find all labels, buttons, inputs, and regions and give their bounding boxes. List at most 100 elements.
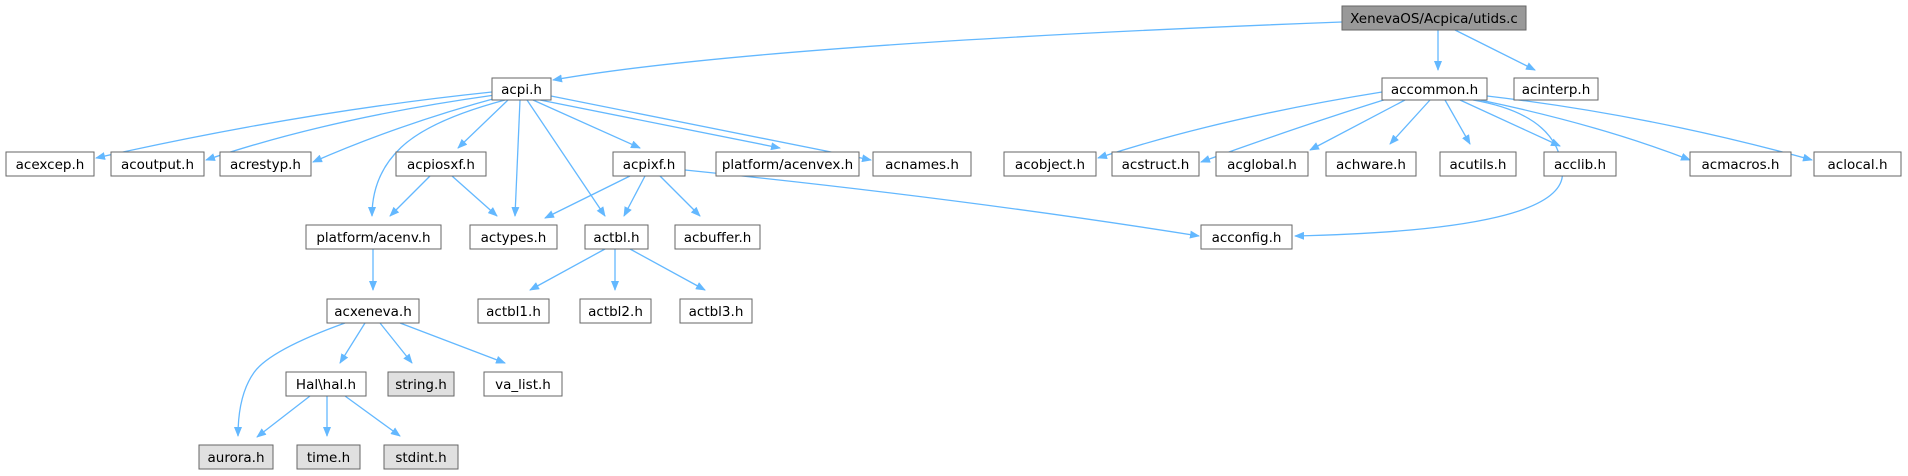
edge-acpiosxf-to-actypes (451, 175, 498, 217)
edge-accommon-to-acglobal (1309, 99, 1406, 151)
node-label: acinterp.h (1522, 82, 1591, 98)
node-label: actbl3.h (689, 304, 744, 320)
node-label: acxeneva.h (334, 304, 412, 320)
node-acexcep-h[interactable]: acexcep.h (5, 151, 95, 177)
edge-acpi-to-acpixf (532, 99, 641, 149)
node-label: aurora.h (207, 450, 264, 466)
edge-acpixf-to-acconfig (684, 169, 1200, 239)
node-label: acobject.h (1015, 157, 1085, 173)
node-time-h[interactable]: time.h (296, 444, 361, 470)
node-acutils-h[interactable]: acutils.h (1439, 151, 1517, 177)
edge-root-to-acinterp (1454, 29, 1536, 71)
node-label: platform/acenvex.h (722, 157, 853, 173)
edge-acxeneva-to-halh (339, 322, 366, 364)
edge-accommon-to-aclocal (1486, 95, 1813, 162)
edge-acpi-to-acenv (368, 99, 506, 217)
node-actbl3-h[interactable]: actbl3.h (679, 298, 753, 324)
node-root-file[interactable]: XenevaOS/Acpica/utids.c (1341, 5, 1527, 31)
node-acpiosxf-h[interactable]: acpiosxf.h (395, 151, 487, 177)
node-label: string.h (395, 377, 447, 393)
node-acconfig-h[interactable]: acconfig.h (1200, 224, 1293, 250)
node-platform-acenv-h[interactable]: platform/acenv.h (305, 224, 442, 250)
node-label: aclocal.h (1828, 157, 1888, 173)
edge-accommon-to-acutils (1444, 99, 1471, 145)
edge-actbl-to-actbl3 (629, 248, 706, 291)
node-acpi-h[interactable]: acpi.h (491, 77, 552, 101)
edge-acpi-to-acexcep (95, 91, 493, 160)
edge-acpi-to-acpiosxf (457, 99, 509, 149)
node-label: acbuffer.h (684, 230, 752, 246)
node-label: actypes.h (481, 230, 547, 246)
edge-acxeneva-to-string (379, 322, 413, 364)
node-label: acmacros.h (1702, 157, 1780, 173)
node-label: accommon.h (1391, 82, 1478, 98)
node-label: actbl1.h (486, 304, 541, 320)
node-acbuffer-h[interactable]: acbuffer.h (674, 224, 761, 250)
node-label: acstruct.h (1122, 157, 1190, 173)
node-va-list-h[interactable]: va_list.h (483, 371, 563, 397)
node-label: acoutput.h (121, 157, 194, 173)
node-label: acconfig.h (1212, 230, 1282, 246)
node-acinterp-h[interactable]: acinterp.h (1513, 77, 1599, 101)
node-acpixf-h[interactable]: acpixf.h (612, 151, 686, 177)
node-achware-h[interactable]: achware.h (1325, 151, 1417, 177)
edge-accommon-to-acobject (1097, 91, 1383, 159)
edge-acxeneva-to-aurora (234, 322, 346, 437)
edge-acpiosxf-to-acenv (389, 175, 431, 217)
node-label: acclib.h (1554, 157, 1606, 173)
node-acnames-h[interactable]: acnames.h (872, 151, 972, 177)
node-label: acrestyp.h (230, 157, 301, 173)
node-actbl2-h[interactable]: actbl2.h (579, 298, 652, 324)
edge-halh-to-stdint (344, 395, 401, 437)
node-actbl1-h[interactable]: actbl1.h (477, 298, 550, 324)
node-aclocal-h[interactable]: aclocal.h (1813, 151, 1902, 177)
node-label: Hal\hal.h (296, 377, 356, 393)
node-actypes-h[interactable]: actypes.h (469, 224, 558, 250)
node-label: actbl.h (593, 230, 639, 246)
edge-acpi-to-acrestyp (312, 96, 501, 163)
edge-accommon-to-acconfig (1294, 99, 1564, 240)
edge-root-to-acpi (552, 21, 1343, 83)
node-stdint-h[interactable]: stdint.h (383, 444, 459, 470)
node-acmacros-h[interactable]: acmacros.h (1689, 151, 1792, 177)
node-acstruct-h[interactable]: acstruct.h (1111, 151, 1200, 177)
node-actbl-h[interactable]: actbl.h (584, 224, 649, 250)
edge-acpi-to-actypes (511, 99, 521, 217)
node-label: va_list.h (495, 377, 551, 393)
edge-acpi-to-acenvex (539, 99, 781, 151)
node-acglobal-h[interactable]: acglobal.h (1215, 151, 1309, 177)
edge-acxeneva-to-valist (399, 322, 506, 364)
node-string-h[interactable]: string.h (387, 371, 455, 397)
node-label: acglobal.h (1227, 157, 1297, 173)
edge-halh-to-aurora (256, 395, 311, 438)
node-acclib-h[interactable]: acclib.h (1543, 151, 1617, 177)
node-label: platform/acenv.h (316, 230, 430, 246)
node-label: actbl2.h (588, 304, 643, 320)
edge-acpixf-to-actypes (544, 175, 631, 219)
node-acobject-h[interactable]: acobject.h (1003, 151, 1097, 177)
node-label: acexcep.h (16, 157, 85, 173)
edge-actbl-to-actbl1 (529, 248, 606, 291)
node-aurora-h[interactable]: aurora.h (198, 444, 274, 470)
node-hal-hal-h[interactable]: Hal\hal.h (285, 371, 367, 397)
edge-accommon-to-acclib (1459, 99, 1561, 147)
node-label: acpi.h (501, 82, 542, 98)
edge-acpixf-to-acbuffer (659, 175, 701, 217)
node-acxeneva-h[interactable]: acxeneva.h (326, 298, 420, 324)
node-label: acpixf.h (623, 157, 676, 173)
dependency-edges (95, 21, 1813, 438)
node-platform-acenvex-h[interactable]: platform/acenvex.h (715, 151, 860, 177)
node-acrestyp-h[interactable]: acrestyp.h (219, 151, 312, 177)
node-label: stdint.h (395, 450, 446, 466)
node-label: acutils.h (1450, 157, 1507, 173)
node-label: acnames.h (885, 157, 959, 173)
node-label: acpiosxf.h (407, 157, 475, 173)
node-accommon-h[interactable]: accommon.h (1381, 77, 1488, 101)
node-acoutput-h[interactable]: acoutput.h (110, 151, 205, 177)
edge-acpi-to-acnames (550, 95, 872, 163)
node-label: XenevaOS/Acpica/utids.c (1350, 11, 1518, 27)
node-label: achware.h (1336, 157, 1406, 173)
edge-acpi-to-actbl (526, 99, 606, 217)
edge-accommon-to-acmacros (1479, 99, 1691, 161)
